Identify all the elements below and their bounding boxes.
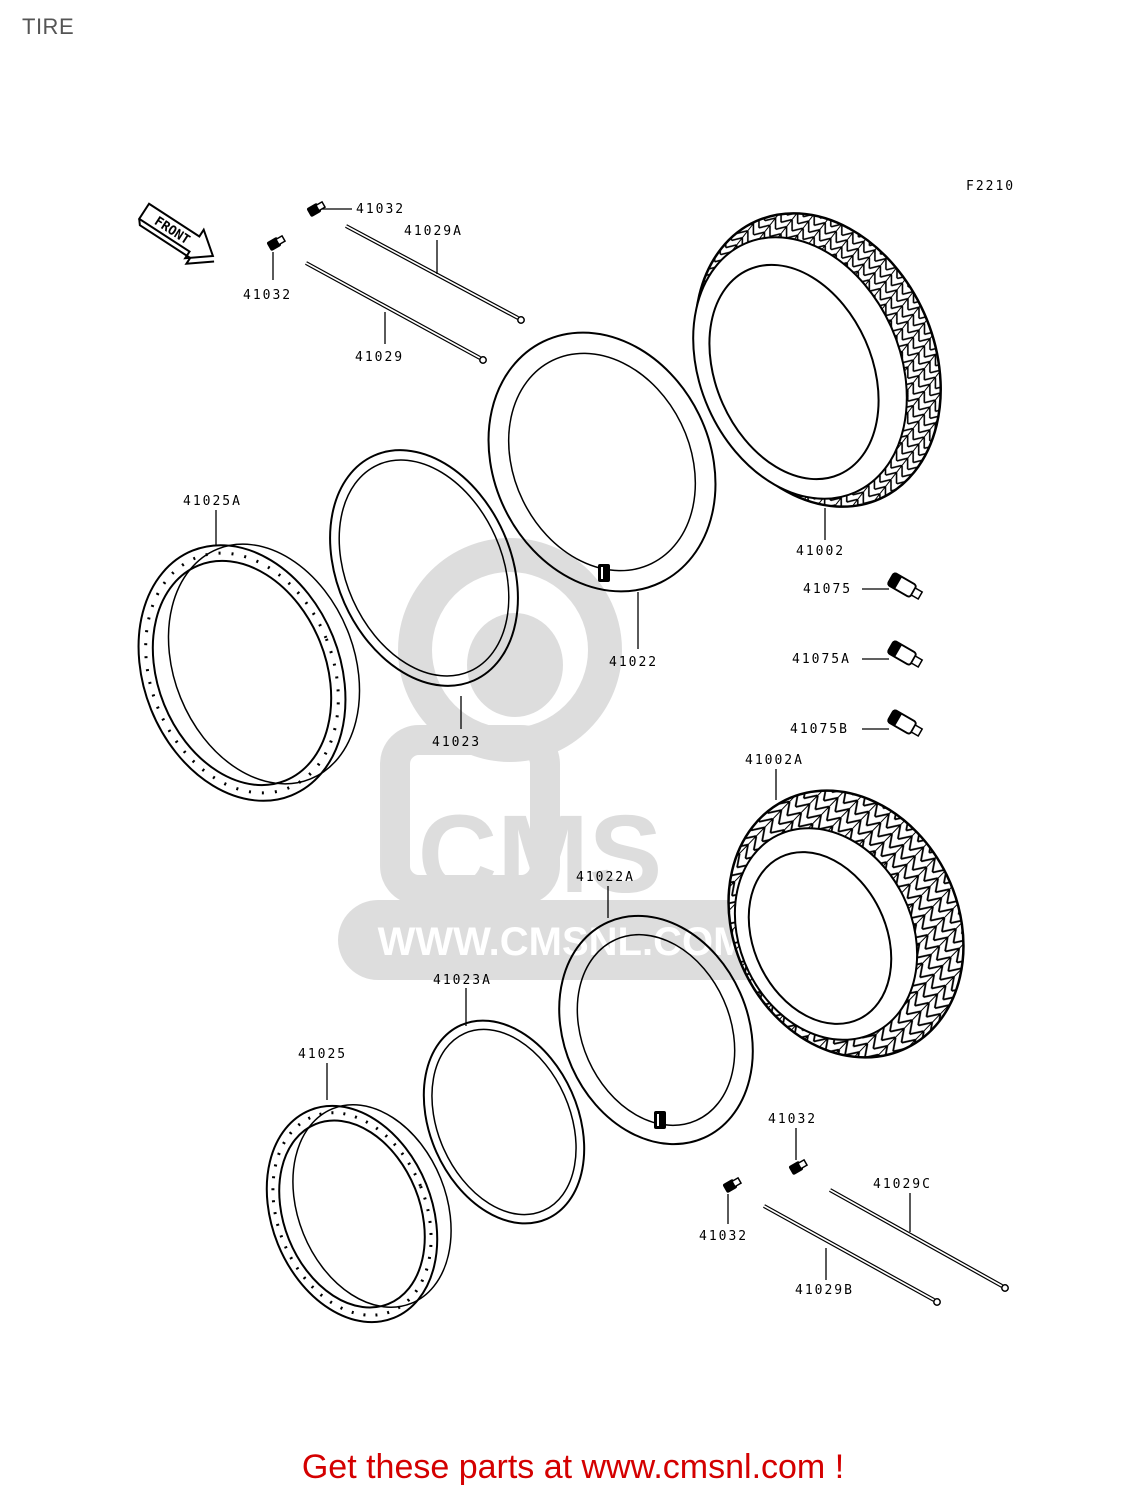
spoke-nipple-41032-lower-left xyxy=(723,1176,743,1193)
spoke-41029C xyxy=(829,1188,1009,1292)
spoke-41029 xyxy=(305,261,487,364)
valve-41075A xyxy=(887,640,924,668)
part-label: 41029A xyxy=(404,224,463,239)
tire-41002A xyxy=(727,789,965,1059)
rim-band-41023 xyxy=(329,449,519,687)
watermark-badge xyxy=(338,900,786,980)
spoke-41029B xyxy=(763,1204,941,1306)
part-label: 41032 xyxy=(243,288,292,303)
tube-41022 xyxy=(487,331,717,593)
spoke-nipple-41032-upper-right xyxy=(307,200,327,217)
valve-41075B xyxy=(887,709,924,737)
rim-41025 xyxy=(265,1104,452,1324)
part-label: 41075B xyxy=(790,722,849,737)
part-label: 41023A xyxy=(433,973,492,988)
page-title: TIRE xyxy=(22,14,75,39)
part-label: 41025A xyxy=(183,494,242,509)
part-label: 41002 xyxy=(796,544,845,559)
part-label: 41075A xyxy=(792,652,851,667)
watermark-mascot-face xyxy=(467,613,563,717)
part-label: 41075 xyxy=(803,582,852,597)
rim-band-41023A xyxy=(422,1019,586,1225)
part-labels: 41032 41029A 41032 41029 41025A 41023 41… xyxy=(183,202,932,1298)
part-label: 41023 xyxy=(432,735,481,750)
valve-41075 xyxy=(887,572,924,600)
spoke-nipple-41032-upper-left xyxy=(267,234,287,251)
part-label: 41029B xyxy=(795,1283,854,1298)
tube-valve-41022 xyxy=(598,564,610,582)
watermark-mascot-body xyxy=(380,725,560,905)
watermark-mascot-head xyxy=(398,538,622,762)
part-label: 41032 xyxy=(768,1112,817,1127)
spoke-nipple-41032-lower-right xyxy=(789,1158,809,1175)
footer-promo-link[interactable]: Get these parts at www.cmsnl.com ! xyxy=(301,1448,845,1486)
part-label: 41029 xyxy=(355,350,404,365)
part-label: 41025 xyxy=(298,1047,347,1062)
figure-code: F2210 xyxy=(966,179,1015,194)
front-arrow: FRONT xyxy=(137,202,215,265)
spoke-41029A xyxy=(345,224,525,324)
watermark-url: WWW.CMSNL.COM xyxy=(378,920,747,964)
watermark-brand: CMS xyxy=(418,793,662,916)
part-label: 41032 xyxy=(356,202,405,217)
rim-41025A xyxy=(137,543,361,802)
tube-41022A xyxy=(558,914,754,1146)
part-label: 41032 xyxy=(699,1229,748,1244)
part-label: 41029C xyxy=(873,1177,932,1192)
part-label: 41002A xyxy=(745,753,804,768)
watermark: CMS WWW.CMSNL.COM xyxy=(338,538,786,980)
tire-41002 xyxy=(692,212,942,508)
part-label: 41022A xyxy=(576,870,635,885)
leader-lines xyxy=(215,208,911,1280)
tube-valve-41022A xyxy=(654,1111,666,1129)
part-label: 41022 xyxy=(609,655,658,670)
